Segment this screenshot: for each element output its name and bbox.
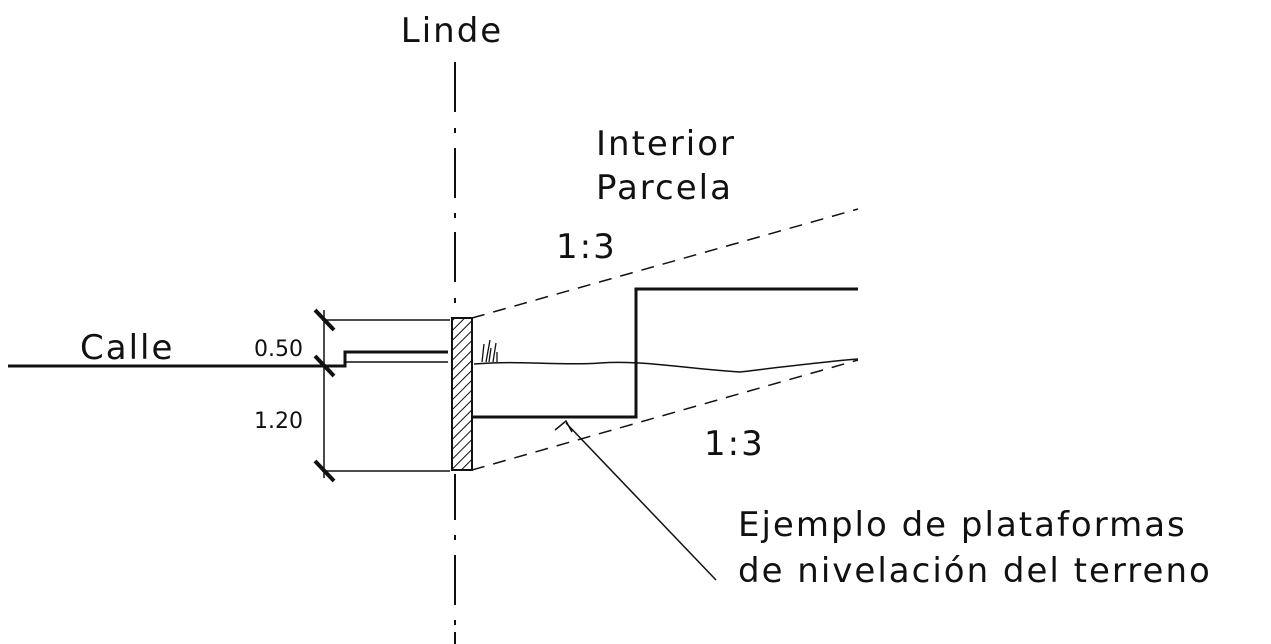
boundary-label: Linde [401, 11, 503, 51]
note-label-line1: Ejemplo de plataformas [738, 505, 1187, 545]
note-leader-line [565, 422, 717, 581]
note-label-line2: de nivelación del terreno [738, 551, 1212, 591]
sidewalk-profile [336, 350, 448, 368]
dimension-tick-top [313, 308, 336, 332]
leveling-platform-profile [472, 287, 858, 419]
note-leader-arrow [554, 419, 573, 433]
slope-line-upper [471, 208, 859, 319]
dimension-label-upper: 0.50 [254, 337, 303, 362]
street-label: Calle [80, 328, 174, 368]
grass-icon [481, 339, 498, 363]
slope-label-upper: 1:3 [556, 227, 617, 267]
dimension-label-lower: 1.20 [254, 409, 303, 434]
dimension-tick-bottom [313, 459, 336, 483]
interior-label-line1: Interior [596, 124, 736, 164]
natural-terrain-line [473, 358, 859, 373]
dimension-tick-middle [313, 354, 336, 378]
slope-label-lower: 1:3 [704, 424, 765, 464]
interior-label-line2: Parcela [596, 168, 733, 208]
retaining-wall [451, 317, 473, 471]
slope-line-lower [471, 359, 859, 471]
